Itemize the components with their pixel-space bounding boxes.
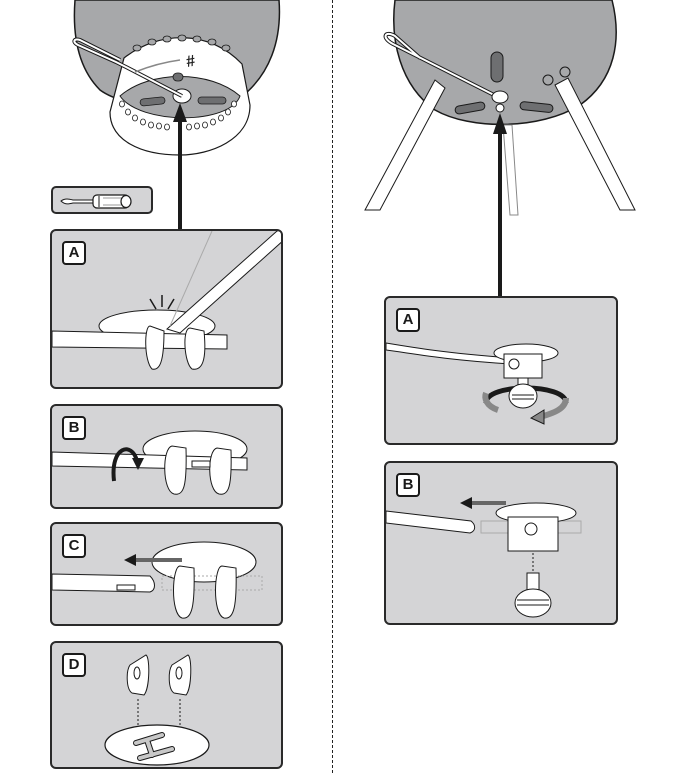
tool-box [51,186,153,214]
pointer-arrow [173,103,187,122]
left-overview-bowl-damper: # [72,0,281,230]
left-step-panel-a: A [50,229,283,389]
vent-slot [454,101,486,115]
step-illustration-pry-clips [52,231,281,370]
grill-leg [364,79,446,211]
step-illustration-rotate-rod [52,430,248,495]
grill-leg [554,77,636,211]
damper-hub [491,90,509,104]
step-illustration-remove-rod [52,541,263,619]
vent-holes-top [132,34,231,52]
vent-holes-bottom [119,100,237,131]
step-badge: C [62,534,86,558]
step-badge: B [62,416,86,440]
left-step-panel-c: C [50,522,283,626]
right-step-panel-b: B [384,461,618,625]
pointer-arrow [493,113,507,134]
step-illustration-remove-handle [386,497,582,618]
grill-leg [502,124,519,216]
left-step-panel-b: B [50,404,283,509]
vent-slot [197,96,227,105]
screwdriver-icon [60,194,132,209]
rotate-arrow [134,59,181,73]
step-badge: D [62,653,86,677]
step-badge: A [62,241,86,265]
vent-slot [139,96,166,107]
step-badge: B [396,473,420,497]
column-divider [332,0,333,773]
svg-text:#: # [185,53,197,71]
left-step-panel-d: D [50,641,283,769]
rotate-arrow [111,447,139,482]
right-step-panel-a: A [384,296,618,445]
step-illustration-remove-clips [104,654,210,766]
vent-slot [490,51,504,83]
vent-slot [519,101,554,113]
step-badge: A [396,308,420,332]
thumb-screw [514,588,552,618]
step-illustration-loosen-screw [386,342,569,425]
right-overview-bowl-legs [364,0,636,300]
